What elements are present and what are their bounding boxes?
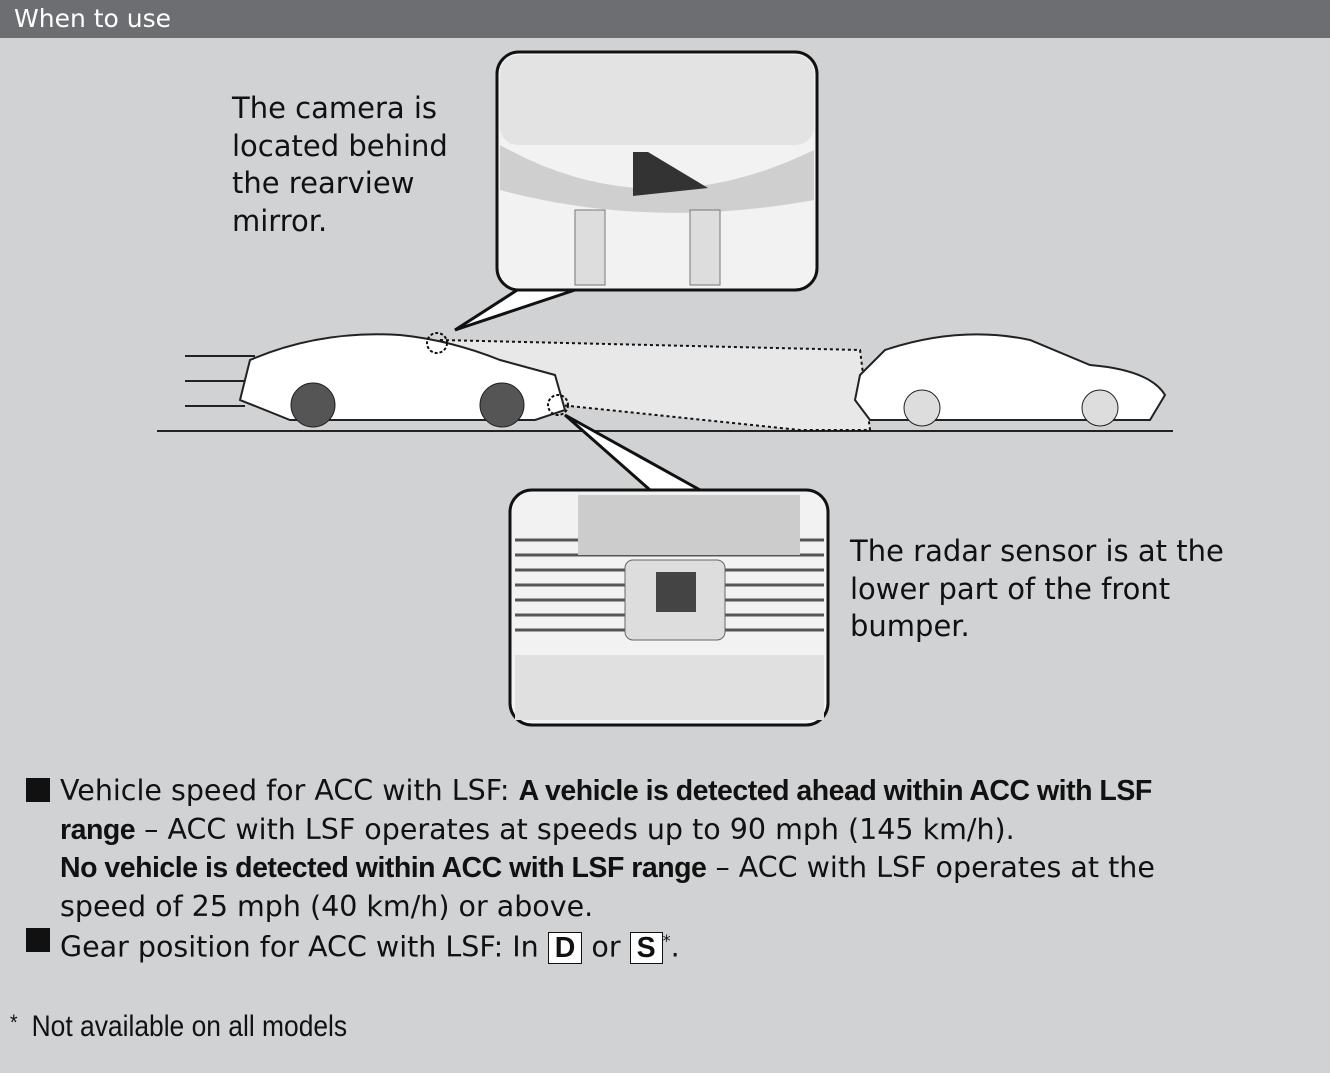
caption-line: located behind: [232, 128, 448, 163]
condition-heading: A vehicle is detected ahead within ACC w…: [60, 775, 1152, 846]
condition-heading: No vehicle is detected within ACC with L…: [60, 852, 707, 884]
condition-label: Gear position for ACC with LSF: In: [60, 930, 548, 964]
caption-line: mirror.: [232, 203, 328, 238]
radar-inset: [508, 413, 830, 727]
caption-line: lower part of the front: [850, 571, 1171, 606]
footnote-mark: *: [10, 1010, 18, 1035]
condition-text: – ACC with LSF operates at the speed of …: [60, 851, 1155, 923]
lead-car: [853, 333, 1167, 421]
footnote-mark: *: [662, 931, 671, 950]
section-title: When to use: [14, 4, 172, 33]
acc-sensor-illustration: [157, 50, 1173, 727]
caption-line: bumper.: [850, 609, 970, 643]
camera-inset: [454, 50, 819, 332]
bullet-square-icon: [26, 778, 50, 802]
or-text: or: [582, 930, 630, 964]
radar-caption: The radar sensor is at the lower part of…: [850, 533, 1224, 646]
gear-d-key: D: [547, 931, 583, 964]
camera-caption: The camera is located behind the rearvie…: [232, 90, 448, 240]
footnote-text: Not available on all models: [31, 1010, 348, 1043]
period: .: [670, 930, 680, 964]
road-scene: [157, 332, 1173, 432]
condition-text: – ACC with LSF operates at speeds up to …: [135, 812, 1015, 846]
footnote: * Not available on all models: [10, 1010, 347, 1044]
gear-s-key: S: [629, 931, 663, 964]
caption-line: The camera is: [232, 91, 438, 125]
caption-line: The radar sensor is at the: [850, 534, 1224, 568]
condition-label: Vehicle speed for ACC with LSF:: [60, 774, 519, 807]
bullet-square-icon: [26, 928, 50, 952]
caption-line: the rearview: [232, 166, 415, 200]
gear-condition: Gear position for ACC with LSF: In D or …: [26, 922, 1226, 966]
speed-condition: Vehicle speed for ACC with LSF: A vehicl…: [26, 772, 1226, 925]
section-header: When to use: [0, 0, 1330, 38]
